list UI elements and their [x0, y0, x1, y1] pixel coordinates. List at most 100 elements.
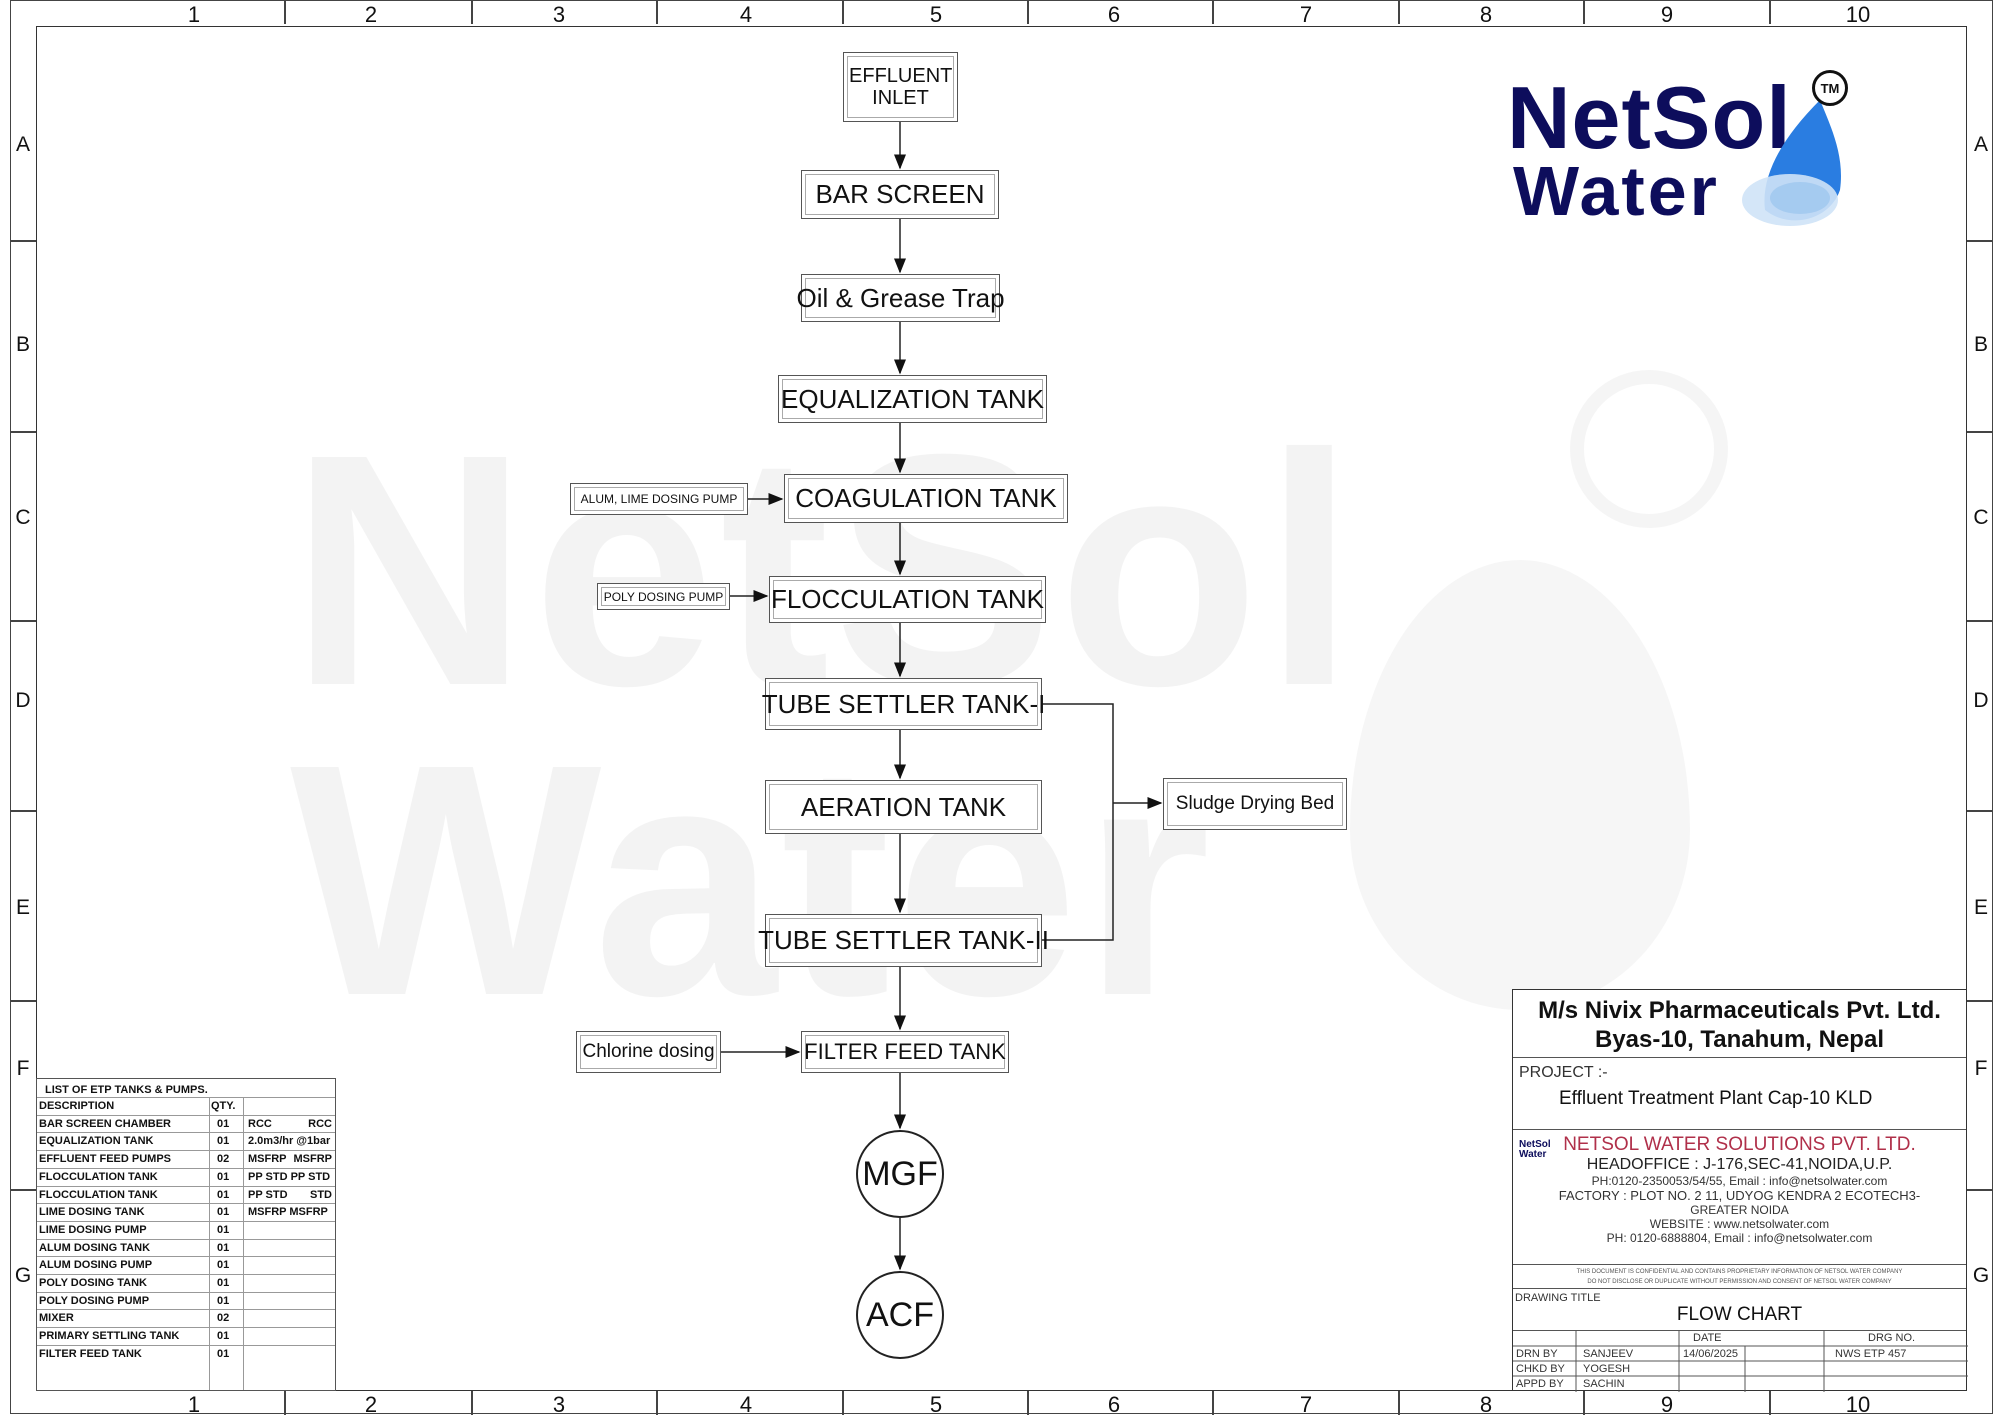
disclaimer-line: THIS DOCUMENT IS CONFIDENTIAL AND CONTAI…	[1576, 1269, 1903, 1275]
tube-settler-tank-2-box[interactable]: TUBE SETTLER TANK-II	[758, 914, 1049, 967]
column-label-bottom: 10	[1845, 1392, 1871, 1417]
checked-by-name: YOGESH	[1583, 1363, 1631, 1375]
drawing-title-label: DRAWING TITLE	[1515, 1292, 1601, 1304]
grid-tick	[1967, 431, 1993, 433]
drawing-date: 14/06/2025	[1683, 1348, 1739, 1360]
table-row	[37, 1167, 335, 1169]
netsol-logo: NetSol Water	[1507, 74, 1792, 230]
grid-tick	[10, 431, 36, 433]
grid-tick	[1212, 1391, 1214, 1415]
table-row	[37, 1344, 335, 1346]
company-section: NetSol Water NETSOL WATER SOLUTIONS PVT.…	[1513, 1130, 1966, 1265]
grid-tick	[656, 1391, 658, 1415]
table-title: LIST OF ETP TANKS & PUMPS.	[45, 1084, 208, 1096]
grid-tick	[471, 1391, 473, 1415]
column-label-top: 1	[187, 2, 201, 27]
grid-tick	[1583, 1391, 1585, 1415]
table-cell: POLY DOSING PUMP	[39, 1294, 150, 1307]
table-cell: MSFRP	[248, 1153, 287, 1166]
column-label-bottom: 3	[552, 1392, 566, 1417]
effluent-inlet-box[interactable]: EFFLUENT INLET	[843, 52, 958, 122]
mini-netsol-logo: NetSol Water	[1519, 1139, 1551, 1160]
coagulation-tank-box[interactable]: COAGULATION TANK	[784, 474, 1068, 523]
sludge-drying-bed-box[interactable]: Sludge Drying Bed	[1163, 778, 1347, 830]
flocculation-tank-box[interactable]: FLOCCULATION TANK	[769, 576, 1046, 623]
table-cell: FLOCCULATION TANK	[39, 1188, 158, 1201]
table-cell: 01	[217, 1241, 230, 1254]
approved-by-label: APPD BY	[1516, 1378, 1564, 1390]
table-cell: 01	[217, 1277, 230, 1289]
mgf-circle[interactable]: MGF	[856, 1130, 944, 1218]
column-label-bottom: 5	[929, 1392, 943, 1417]
filter-feed-tank-box[interactable]: FILTER FEED TANK	[801, 1031, 1009, 1073]
column-label-top: 2	[364, 2, 378, 27]
table-row	[37, 1309, 335, 1311]
grid-tick	[10, 810, 36, 812]
client-address: Byas-10, Tanahum, Nepal	[1595, 1026, 1884, 1053]
project-section: PROJECT :- Effluent Treatment Plant Cap-…	[1513, 1058, 1966, 1130]
water-drop-icon	[1742, 100, 1841, 226]
grid-tick	[1967, 810, 1993, 812]
table-row	[37, 1132, 335, 1134]
table-cell: LIME DOSING TANK	[39, 1206, 145, 1219]
grid-tick	[284, 0, 286, 24]
column-label-bottom: 1	[187, 1392, 201, 1417]
table-row	[37, 1274, 335, 1275]
grid-tick	[1027, 1391, 1029, 1415]
grid-tick	[284, 1391, 286, 1415]
acf-circle[interactable]: ACF	[856, 1271, 944, 1359]
grid-tick	[1967, 1000, 1993, 1002]
grid-tick	[10, 620, 36, 622]
grid-tick	[471, 0, 473, 24]
oil-grease-trap-box[interactable]: Oil & Grease Trap	[796, 274, 1005, 322]
chlorine-dosing-box[interactable]: Chlorine dosing	[576, 1031, 721, 1073]
table-row	[37, 1220, 335, 1222]
row-label-left: D	[15, 689, 31, 712]
row-label-right: B	[1973, 333, 1989, 356]
row-label-right: C	[1973, 506, 1989, 529]
grid-tick	[656, 0, 658, 24]
grid-tick	[1398, 0, 1400, 24]
grid-tick	[1769, 1391, 1771, 1415]
table-row	[37, 1291, 335, 1293]
logo-water-text: Water	[1513, 152, 1720, 230]
column-label-top: 3	[552, 2, 566, 27]
table-cell: PP STD	[248, 1188, 288, 1201]
project-label: PROJECT :-	[1519, 1064, 1608, 1081]
table-cell: RCC	[308, 1117, 332, 1130]
table-cell: MSFRP	[293, 1153, 333, 1166]
sludge-line	[1042, 703, 1114, 941]
poly-dosing-pump-box[interactable]: POLY DOSING PUMP	[597, 583, 730, 610]
company-name: NETSOL WATER SOLUTIONS PVT. LTD.	[1563, 1134, 1916, 1155]
headoffice-address: HEADOFFICE : J-176,SEC-41,NOIDA,U.P.	[1586, 1156, 1893, 1173]
column-divider	[243, 1097, 244, 1390]
tube-settler-tank-1-box[interactable]: TUBE SETTLER TANK-I	[762, 678, 1045, 730]
alum-lime-dosing-pump-box[interactable]: ALUM, LIME DOSING PUMP	[570, 483, 748, 515]
row-label-left: G	[14, 1264, 32, 1287]
equalization-tank-box[interactable]: EQUALIZATION TANK	[778, 375, 1047, 423]
drawing-border	[36, 26, 1967, 1391]
row-label-left: A	[15, 133, 31, 156]
grid-tick	[1398, 1391, 1400, 1415]
aeration-tank-box[interactable]: AERATION TANK	[765, 780, 1042, 834]
table-cell: RCC	[248, 1117, 272, 1130]
table-cell: PP STD PP STD	[248, 1170, 331, 1183]
grid-tick	[1967, 1189, 1993, 1191]
approved-by-name: SACHIN	[1583, 1378, 1625, 1390]
bar-screen-box[interactable]: BAR SCREEN	[801, 170, 999, 219]
date-label: DATE	[1693, 1332, 1722, 1344]
table-cell: BAR SCREEN CHAMBER	[39, 1117, 172, 1130]
column-label-bottom: 6	[1107, 1392, 1121, 1417]
drawn-by-name: SANJEEV	[1583, 1348, 1634, 1360]
table-cell: MIXER	[39, 1312, 74, 1325]
disclaimer: THIS DOCUMENT IS CONFIDENTIAL AND CONTAI…	[1513, 1265, 1966, 1289]
grid-tick	[1769, 0, 1771, 24]
row-label-right: E	[1973, 896, 1989, 919]
column-label-top: 4	[739, 2, 753, 27]
drawing-title: FLOW CHART	[1676, 1304, 1803, 1325]
table-cell: 01	[217, 1206, 230, 1219]
table-cell: EFFLUENT FEED PUMPS	[39, 1153, 172, 1166]
grid-tick	[1583, 0, 1585, 24]
